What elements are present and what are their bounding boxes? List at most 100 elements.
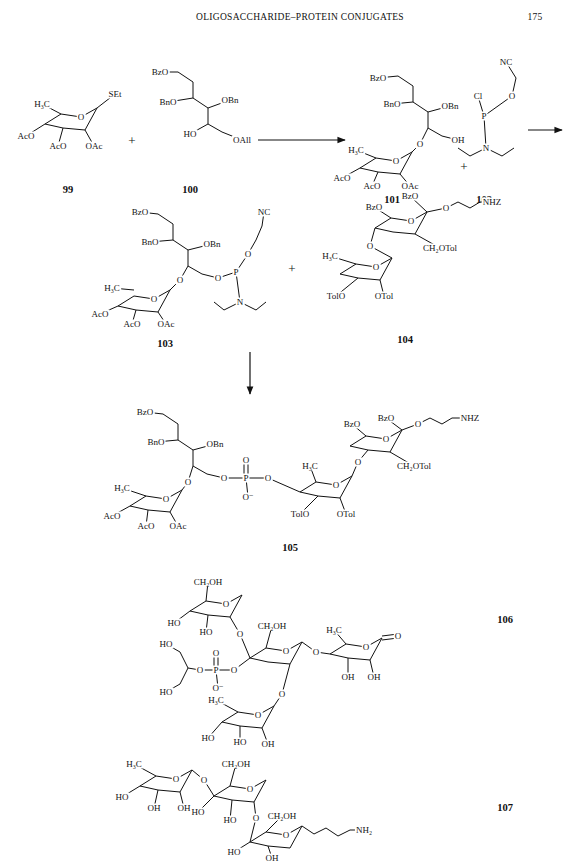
plus-sign: + bbox=[287, 262, 296, 275]
atom-label: H₃C bbox=[33, 100, 51, 109]
bond-line bbox=[214, 780, 266, 802]
atom-label: P bbox=[480, 112, 487, 121]
atom-label: AcO bbox=[103, 512, 122, 521]
atom-label: BnO bbox=[140, 238, 159, 247]
atom-label: TolO bbox=[326, 292, 346, 301]
compound-number: 104 bbox=[396, 335, 414, 346]
atom-label: AcO bbox=[333, 174, 352, 183]
atom-label: O bbox=[176, 276, 185, 285]
atom-label: O bbox=[242, 456, 251, 465]
reaction-arrow bbox=[249, 352, 250, 394]
atom-label: AcO bbox=[17, 132, 36, 141]
atom-label: O bbox=[236, 630, 245, 639]
bond-line bbox=[140, 770, 192, 792]
atom-label: H₃C bbox=[103, 284, 121, 293]
atom-label: NC bbox=[499, 58, 514, 67]
bond-line bbox=[163, 414, 207, 474]
atom-label: HO bbox=[159, 640, 174, 649]
atom-label: HO bbox=[183, 130, 198, 139]
atom-label: O bbox=[442, 204, 451, 213]
bond-line bbox=[300, 476, 352, 498]
compound-number: 100 bbox=[181, 185, 199, 196]
compound-number: 101 bbox=[383, 195, 401, 206]
atom-label: OTol bbox=[336, 510, 356, 519]
atom-label: OBn bbox=[202, 240, 221, 249]
atom-label: H₃C bbox=[325, 626, 343, 635]
atom-label: P bbox=[242, 474, 249, 483]
compound-number: 103 bbox=[156, 339, 174, 350]
atom-label: BzO bbox=[377, 414, 396, 423]
atom-label: O bbox=[184, 478, 193, 487]
atom-label: HO bbox=[223, 816, 238, 825]
atom-label: OH bbox=[451, 136, 466, 145]
compound-number: 99 bbox=[62, 185, 75, 196]
atom-label: O bbox=[196, 666, 205, 675]
atom-label: O bbox=[246, 785, 255, 794]
atom-label: O bbox=[282, 831, 291, 840]
atom-label: AcO bbox=[363, 182, 382, 191]
atom-label: OBn bbox=[220, 96, 239, 105]
atom-label: O bbox=[312, 648, 321, 657]
atom-label: O bbox=[254, 711, 263, 720]
bond-line bbox=[330, 638, 382, 660]
atom-label: O bbox=[416, 140, 425, 149]
atom-label: OTol bbox=[374, 292, 394, 301]
atom-label: OH bbox=[261, 740, 276, 749]
bond-line bbox=[207, 474, 300, 492]
bond-line bbox=[166, 644, 188, 692]
compound-number: 105 bbox=[281, 543, 299, 554]
bond-line bbox=[360, 152, 412, 174]
atom-label: OH bbox=[177, 804, 192, 813]
atom-label: N bbox=[236, 298, 245, 307]
atom-label: CH₂OH bbox=[193, 578, 224, 587]
atom-label: O bbox=[372, 263, 381, 272]
atom-label: CH₂OTol bbox=[396, 462, 432, 471]
atom-label: O bbox=[394, 632, 403, 641]
bond-line bbox=[182, 466, 193, 490]
atom-label: HO bbox=[159, 688, 174, 697]
atom-label: CH₂OH bbox=[267, 812, 298, 821]
atom-label: HO bbox=[233, 738, 248, 747]
atom-label: O bbox=[362, 643, 371, 652]
atom-label: H₃C bbox=[207, 696, 225, 705]
compound-number: 106 bbox=[496, 615, 514, 626]
atom-label: OBn bbox=[440, 102, 459, 111]
atom-label: BzO bbox=[401, 192, 420, 201]
atom-label: AcO bbox=[49, 142, 68, 151]
atom-label: OH bbox=[265, 854, 280, 863]
atom-label: H₃C bbox=[113, 484, 131, 493]
bond-line bbox=[230, 617, 250, 658]
atom-label: NHZ bbox=[482, 198, 503, 207]
atom-label: BnO bbox=[382, 100, 401, 109]
atom-label: OH bbox=[147, 804, 162, 813]
atom-label: CH₂OTol bbox=[422, 244, 458, 253]
atom-label: H₃C bbox=[321, 252, 339, 261]
atom-label: O bbox=[407, 217, 416, 226]
atom-label: O⁻ bbox=[241, 493, 254, 502]
bond-line bbox=[250, 642, 302, 664]
plus-sign: + bbox=[459, 160, 468, 173]
atom-label: O bbox=[508, 92, 517, 101]
atom-label: O bbox=[212, 649, 221, 658]
bond-line bbox=[45, 108, 97, 130]
atom-label: O bbox=[366, 242, 375, 251]
bond-line bbox=[190, 595, 242, 617]
atom-label: BzO bbox=[151, 68, 170, 77]
atom-label: O bbox=[162, 495, 171, 504]
atom-label: BzO bbox=[343, 420, 362, 429]
atom-label: N bbox=[482, 144, 491, 153]
atom-label: H₃C bbox=[347, 146, 365, 155]
atom-label: H₃C bbox=[301, 462, 319, 471]
reaction-arrow bbox=[528, 129, 562, 130]
bond-line bbox=[192, 770, 214, 796]
bond-line bbox=[484, 62, 516, 116]
atom-label: CH₂OH bbox=[221, 760, 252, 769]
bond-line bbox=[412, 128, 428, 152]
atom-label: OAll bbox=[232, 136, 252, 145]
atom-label: O bbox=[244, 250, 253, 259]
page-header: OLIGOSACCHARIDE–PROTEIN CONJUGATES bbox=[195, 13, 405, 23]
atom-label: TolO bbox=[290, 510, 310, 519]
atom-label: H₃C bbox=[125, 760, 143, 769]
atom-label: O bbox=[77, 113, 86, 122]
